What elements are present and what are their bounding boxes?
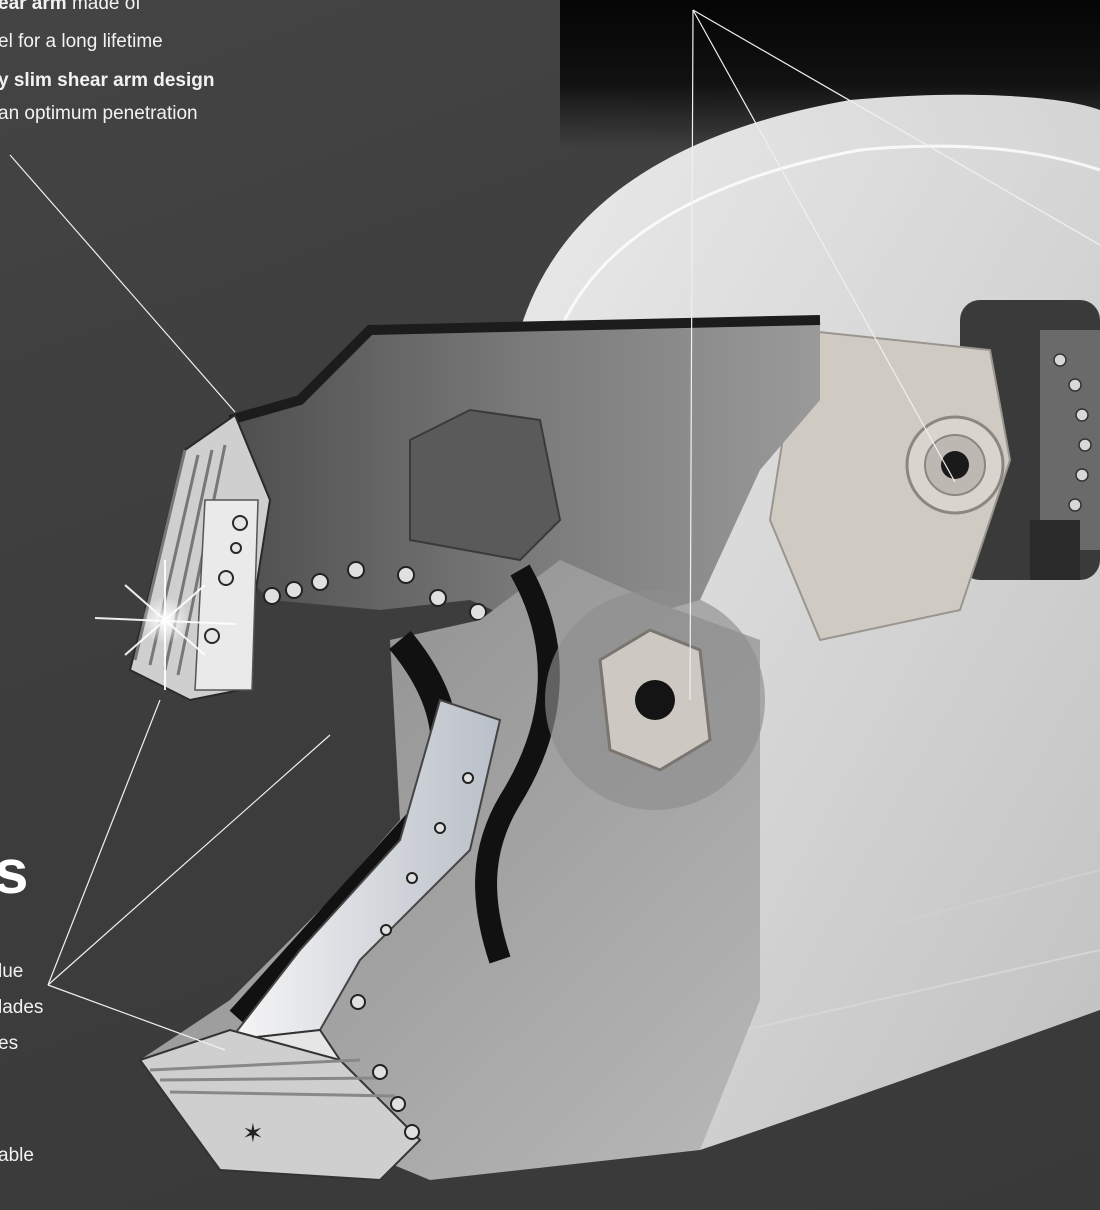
blade-feature-line-3: es [0,1033,19,1054]
upper-jaw [128,315,821,702]
rotator-unit [960,300,1100,580]
sparkle-icon [94,560,236,690]
blade-feature-line-2: lades [0,997,44,1018]
slim-design-line-1: y slim shear arm design [0,70,215,91]
callout-lines [9,9,1100,1051]
blade-feature-line-1: lue [0,961,24,982]
main-pivot [545,590,765,810]
cylinder-bracket [768,328,1012,642]
arm-material-line-1: ear arm made of [0,0,141,14]
slim-design-line-2: an optimum penetration [0,103,198,124]
section-heading-fragment: s [0,838,29,907]
blade-feature-line-4: able [0,1145,34,1166]
brand-mark-icon: ✶ [242,1119,264,1149]
arm-material-line-2: el for a long lifetime [0,31,163,52]
